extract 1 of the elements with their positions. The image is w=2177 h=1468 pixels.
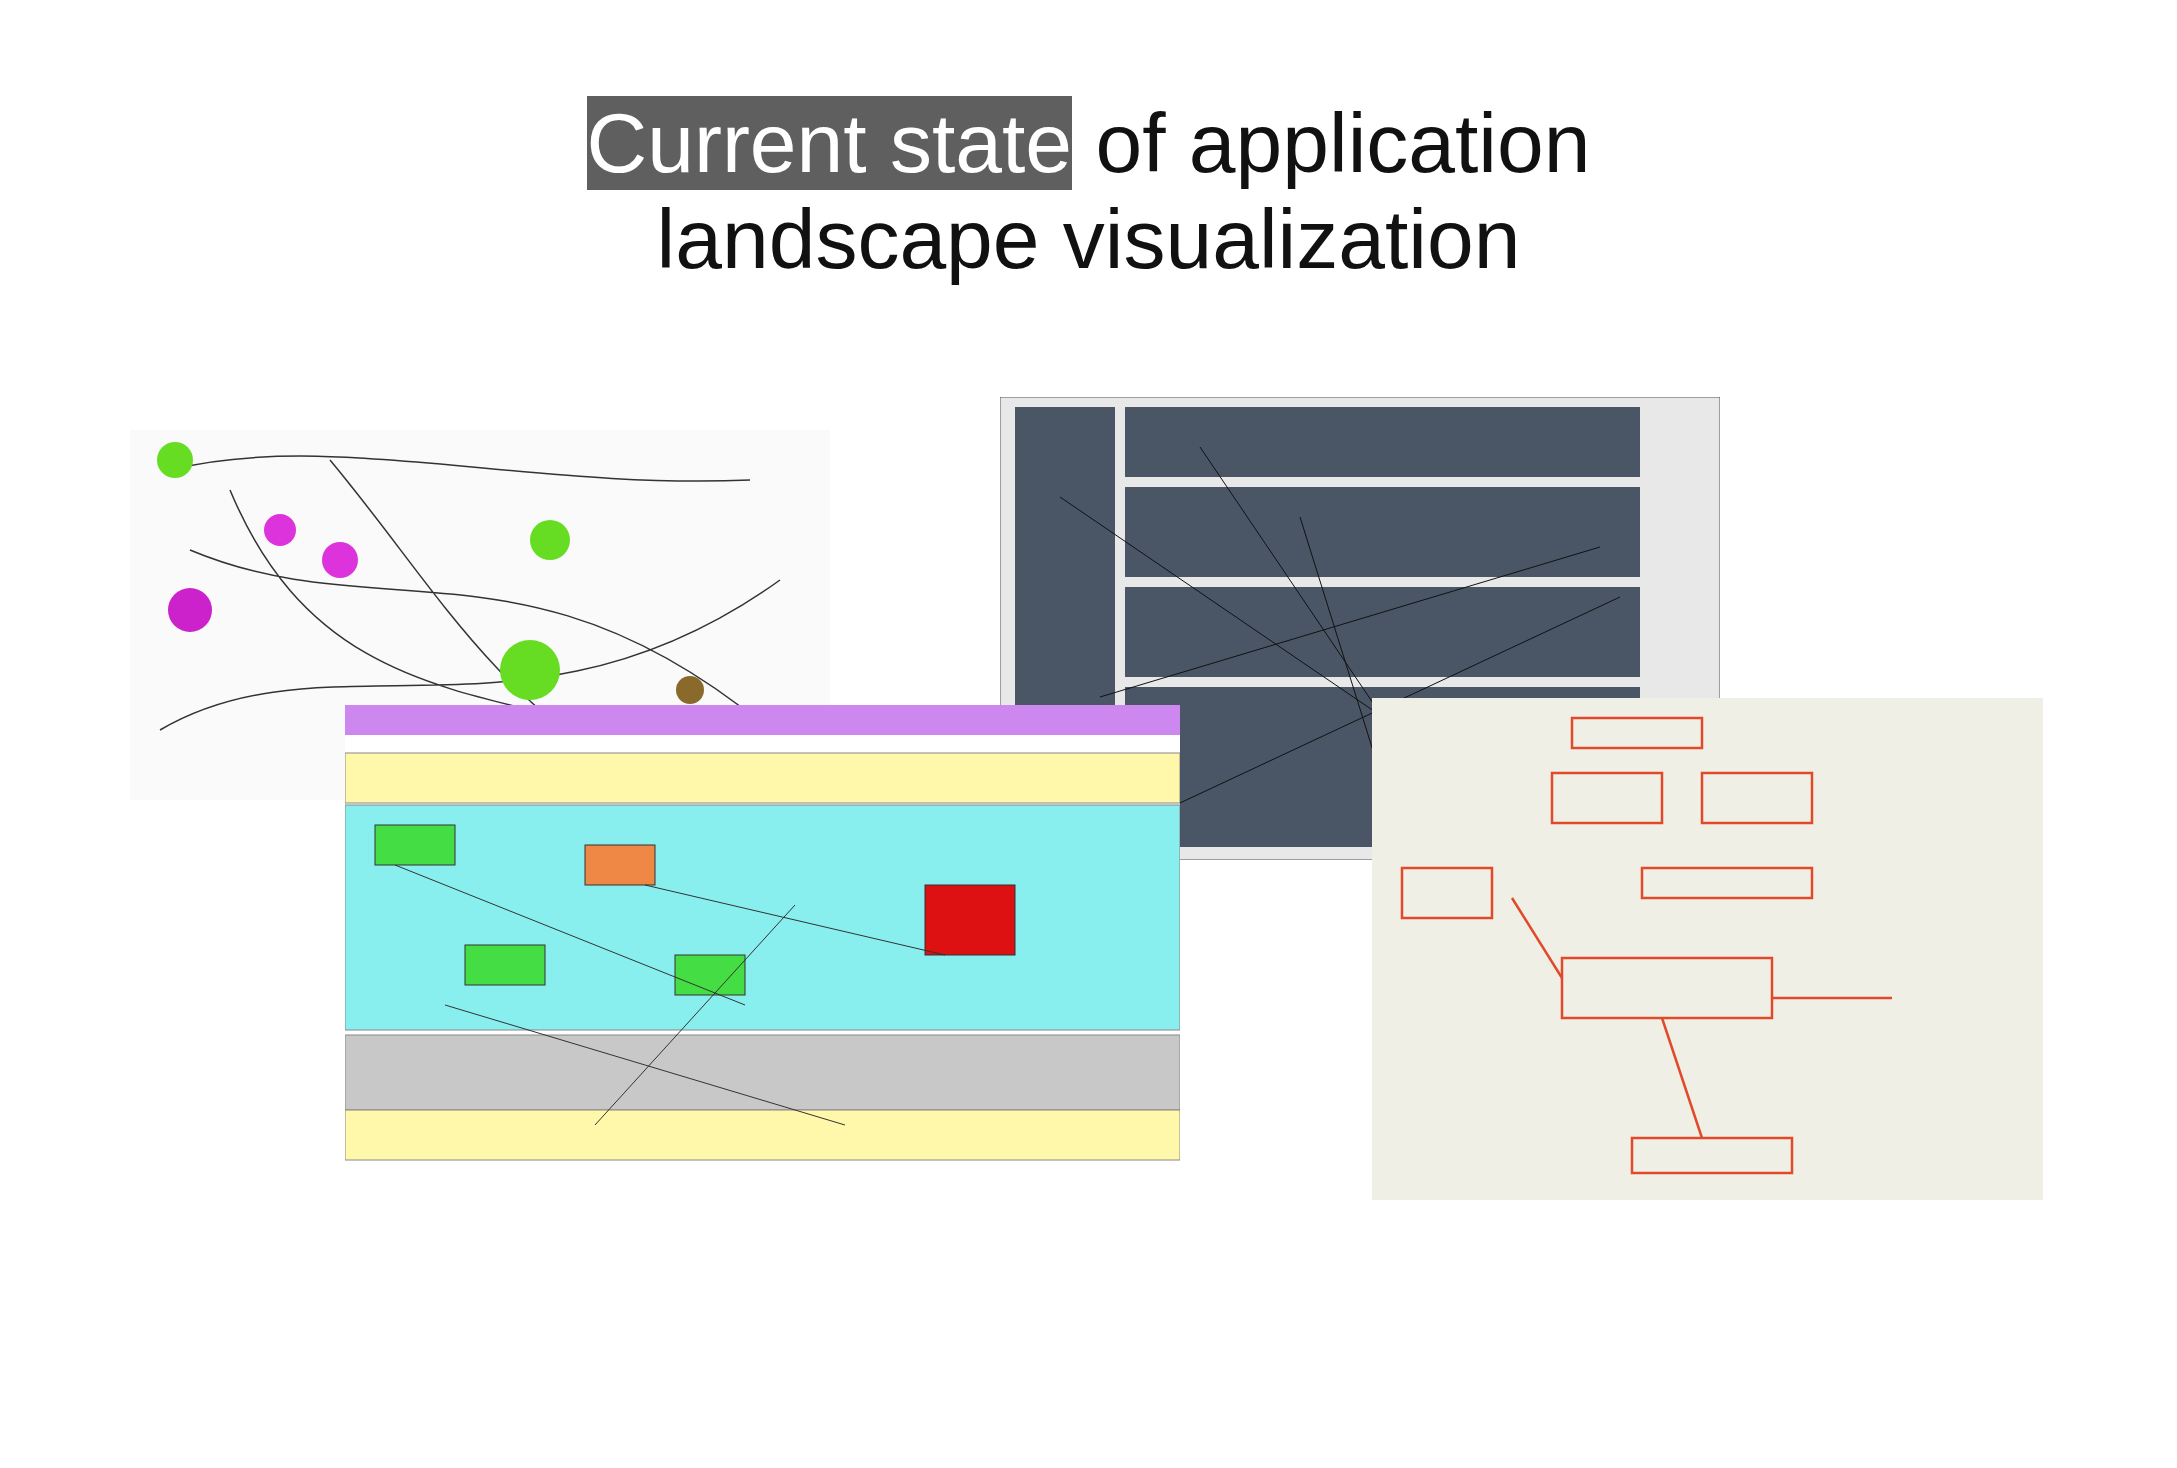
slide-title: Current state of application landscape visualization (585, 95, 1592, 287)
